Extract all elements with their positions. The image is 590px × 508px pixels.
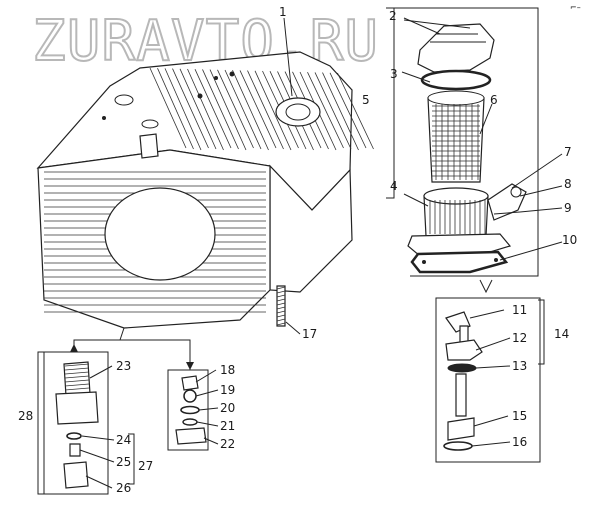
tap-washer (443, 441, 473, 451)
callout-18: 18 (220, 363, 235, 377)
arrow-to-28 (70, 344, 78, 352)
callout-8: 8 (564, 177, 572, 191)
tap-shaft (455, 373, 467, 417)
tap-seal (447, 363, 477, 373)
part-24 (66, 432, 82, 440)
callout-27: 27 (138, 459, 153, 473)
top-bracket (139, 133, 159, 159)
filter-mesh-weave (432, 104, 480, 180)
filler-neck-inner (285, 103, 311, 121)
corner-mark: ⌐– (570, 3, 581, 12)
top-fitting-2 (141, 119, 159, 129)
callout-5: 5 (362, 93, 370, 107)
callout-12: 12 (512, 331, 527, 345)
stud-17 (276, 285, 286, 327)
callout-1: 1 (279, 5, 287, 19)
callout-13: 13 (512, 359, 527, 373)
callout-3: 3 (390, 67, 398, 81)
drain-group-frame (167, 369, 209, 451)
tap-nut (447, 417, 475, 441)
adapter-body (55, 391, 99, 425)
flange-gasket (410, 250, 509, 274)
callout-4: 4 (390, 179, 398, 193)
tap-group-frame (435, 297, 541, 463)
tap-body (445, 339, 483, 361)
callout-21: 21 (220, 419, 235, 433)
callout-25: 25 (116, 455, 131, 469)
top-bolt-2 (229, 71, 235, 77)
callout-11: 11 (512, 303, 527, 317)
side-valve-nut (510, 186, 522, 198)
callout-7: 7 (564, 145, 572, 159)
filter-group-frame (394, 7, 539, 277)
filter-assembly (386, 7, 539, 294)
group-bracket-28 (37, 351, 44, 495)
callout-labels: 1 2 3 4 5 6 7 8 9 10 11 12 13 14 15 16 1… (18, 5, 577, 495)
part-25 (69, 443, 81, 457)
tap-assembly (435, 297, 545, 463)
callout-9: 9 (564, 201, 572, 215)
leader-lines (79, 17, 563, 489)
part-20 (180, 405, 200, 415)
callout-19: 19 (220, 383, 235, 397)
fuel-tank (36, 51, 374, 329)
callout-26: 26 (116, 481, 131, 495)
part-18 (181, 375, 199, 391)
callout-15: 15 (512, 409, 527, 423)
connector-lines (73, 339, 191, 370)
top-fitting-1 (114, 94, 134, 106)
filter-mesh-top (427, 90, 485, 106)
group-bracket-27 (128, 433, 135, 485)
filter-housing-rim (423, 187, 489, 205)
callout-20: 20 (220, 401, 235, 415)
callout-22: 22 (220, 437, 235, 451)
side-valve-stem (493, 211, 521, 215)
tank-front-plate (104, 187, 216, 281)
part-21 (182, 418, 198, 426)
callout-23: 23 (116, 359, 131, 373)
callout-10: 10 (562, 233, 577, 247)
callout-28: 28 (18, 409, 33, 423)
callout-14: 14 (554, 327, 569, 341)
top-bolt-3 (214, 76, 218, 80)
filter-housing-ribs (429, 200, 486, 234)
adapter-parts-group (37, 351, 135, 495)
part-26 (63, 461, 89, 489)
adapter-group-frame (43, 351, 109, 495)
adapter-threaded-neck (63, 361, 91, 397)
callout-17: 17 (302, 327, 317, 341)
part-22 (175, 427, 207, 445)
callout-6: 6 (490, 93, 498, 107)
callout-16: 16 (512, 435, 527, 449)
cap-gasket (420, 69, 492, 91)
group-bracket-5 (386, 7, 395, 199)
filler-neck-opening (275, 97, 321, 127)
filter-down-arrow (479, 279, 493, 294)
callout-2: 2 (389, 9, 397, 23)
callout-24: 24 (116, 433, 131, 447)
arrow-to-group (186, 362, 194, 370)
top-bolt-1 (197, 93, 203, 99)
top-bolt-4 (102, 116, 106, 120)
drain-parts-group (167, 369, 209, 451)
filter-cap (417, 23, 495, 73)
part-19 (183, 389, 197, 403)
group-bracket-14 (538, 299, 545, 365)
